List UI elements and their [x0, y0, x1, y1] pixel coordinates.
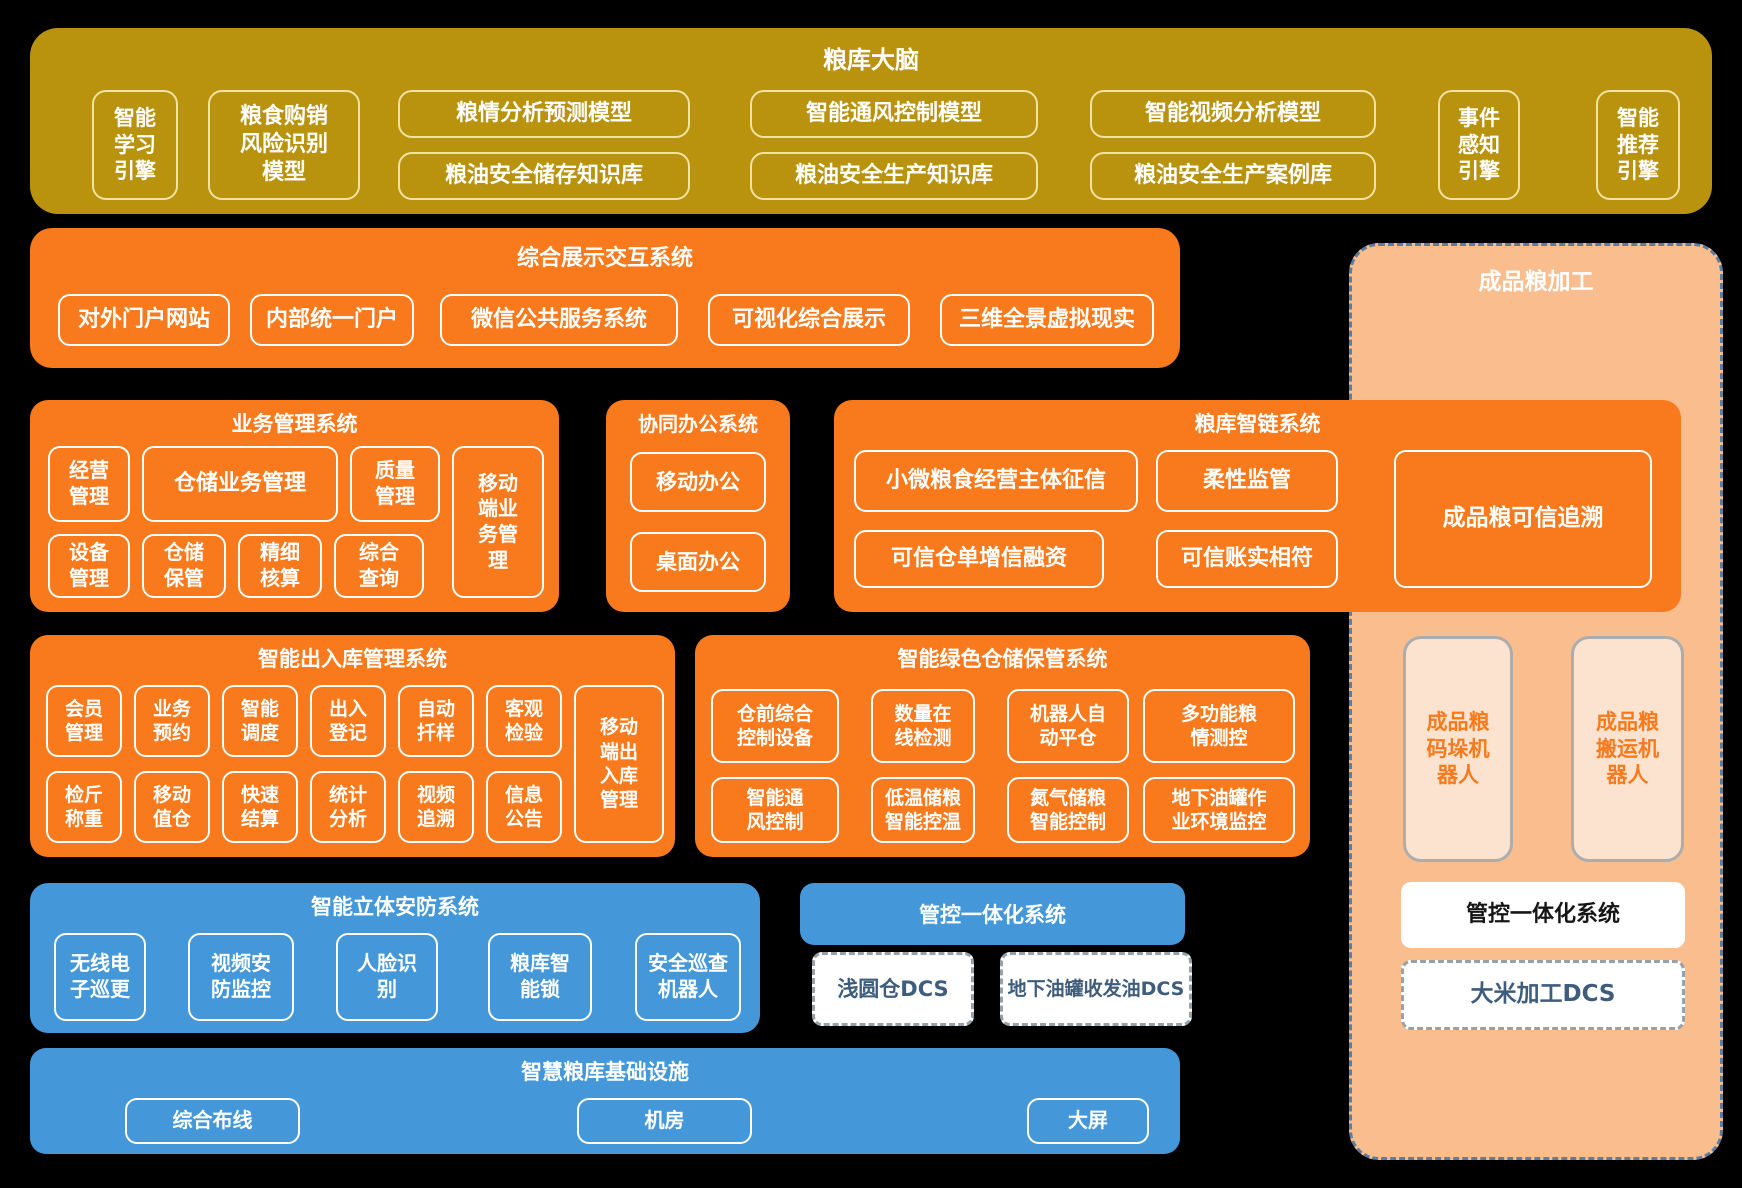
chip-underground-tank-oil-dcs: 地下油罐收发油DCS: [1000, 952, 1192, 1026]
chip-wireless-patrol: 无线电子巡更: [54, 933, 146, 1021]
business-mgmt-panel: 业务管理系统 经营管理 仓储业务管理 质量管理 移动端业务管理 设备管理 仓储保…: [30, 400, 559, 612]
chip-grain-oil-production-case-base: 粮油安全生产案例库: [1090, 152, 1376, 200]
chip-event-perception-engine: 事件感知引擎: [1438, 90, 1520, 200]
finished-grain-processing-panel: 成品粮加工 成品粮码垛机器人 成品粮搬运机器人 管控一体化系统 大米加工DCS: [1349, 243, 1723, 1160]
chip-pre-warehouse-control-equipment: 仓前综合控制设备: [711, 689, 839, 763]
chip-trusted-warehouse-receipt-financing: 可信仓单增信融资: [854, 530, 1104, 588]
chip-palletizing-robot: 成品粮码垛机器人: [1403, 636, 1513, 862]
smart-inout-panel: 智能出入库管理系统 会员管理 业务预约 智能调度 出入登记 自动扦样 客观检验 …: [30, 635, 675, 857]
chip-operation-mgmt: 经营管理: [48, 446, 130, 522]
expo-panel: 综合展示交互系统 对外门户网站 内部统一门户 微信公共服务系统 可视化综合展示 …: [30, 228, 1180, 368]
chip-nitrogen-storage-control: 氮气储粮智能控制: [1007, 777, 1129, 843]
finished-grain-processing-title: 成品粮加工: [1478, 269, 1594, 295]
infrastructure-panel: 智慧粮库基础设施 综合布线 机房 大屏: [30, 1048, 1180, 1154]
chip-smart-ventilation-control: 智能通风控制: [711, 777, 839, 843]
chip-grain-oil-storage-knowledge-base: 粮油安全储存知识库: [398, 152, 690, 200]
chip-fine-accounting: 精细核算: [238, 534, 322, 598]
chip-member-mgmt: 会员管理: [46, 685, 122, 757]
chip-video-surveillance: 视频安防监控: [188, 933, 294, 1021]
chip-weighbridge-weighing: 检斤称重: [46, 771, 122, 843]
chip-low-temp-storage-control: 低温储粮智能控温: [871, 777, 975, 843]
chip-visual-comprehensive-display: 可视化综合展示: [708, 294, 910, 346]
chip-smart-ventilation-control-model: 智能通风控制模型: [750, 90, 1038, 138]
chip-mobile-business-mgmt: 移动端业务管理: [452, 446, 544, 598]
chip-objective-inspection: 客观检验: [486, 685, 562, 757]
green-storage-title: 智能绿色仓储保管系统: [897, 647, 1108, 671]
chip-statistical-analysis: 统计分析: [310, 771, 386, 843]
security-panel: 智能立体安防系统 无线电子巡更 视频安防监控 人脸识别 粮库智能锁 安全巡查机器…: [30, 883, 760, 1033]
chip-business-reservation: 业务预约: [134, 685, 210, 757]
chip-internal-unified-portal: 内部统一门户: [250, 294, 414, 346]
chip-video-traceability: 视频追溯: [398, 771, 474, 843]
chip-smart-recommendation-engine: 智能推荐引擎: [1596, 90, 1680, 200]
chip-3d-panorama-vr: 三维全景虚拟现实: [940, 294, 1154, 346]
collaborative-office-title: 协同办公系统: [638, 412, 758, 436]
chip-inout-registration: 出入登记: [310, 685, 386, 757]
chip-finished-grain-traceability: 成品粮可信追溯: [1394, 450, 1652, 588]
smart-chain-panel: 粮库智链系统 小微粮食经营主体征信 柔性监管 可信仓单增信融资 可信账实相符 成…: [834, 400, 1681, 612]
chip-equipment-mgmt: 设备管理: [48, 534, 130, 598]
chip-warehouse-keeping: 仓储保管: [142, 534, 226, 598]
chip-face-recognition: 人脸识别: [336, 933, 438, 1021]
integrated-control-title: 管控一体化系统: [919, 903, 1066, 927]
chip-quick-settlement: 快速结算: [222, 771, 298, 843]
chip-smart-dispatch: 智能调度: [222, 685, 298, 757]
chip-underground-tank-environment-monitoring: 地下油罐作业环境监控: [1143, 777, 1295, 843]
chip-smart-video-analysis-model: 智能视频分析模型: [1090, 90, 1376, 138]
chip-flexible-supervision: 柔性监管: [1156, 450, 1338, 512]
chip-shallow-silo-dcs: 浅圆仓DCS: [812, 952, 974, 1026]
integrated-control-bar: 管控一体化系统: [800, 883, 1185, 945]
chip-machine-room: 机房: [577, 1098, 752, 1144]
chip-robot-auto-leveling: 机器人自动平仓: [1007, 689, 1129, 763]
smart-chain-title: 粮库智链系统: [1194, 412, 1321, 436]
chip-mobile-inout-mgmt: 移动端出入库管理: [574, 685, 664, 843]
chip-external-portal-website: 对外门户网站: [58, 294, 230, 346]
chip-grain-trade-risk-model: 粮食购销风险识别模型: [208, 90, 360, 200]
chip-mobile-warehouse-duty: 移动值仓: [134, 771, 210, 843]
chip-auto-sampling: 自动扦样: [398, 685, 474, 757]
chip-quality-mgmt: 质量管理: [350, 446, 440, 522]
chip-grain-condition-prediction-model: 粮情分析预测模型: [398, 90, 690, 138]
chip-smart-lock: 粮库智能锁: [488, 933, 592, 1021]
brain-panel: 粮库大脑 智能学习引擎 粮食购销风险识别模型 粮情分析预测模型 粮油安全储存知识…: [30, 28, 1712, 214]
chip-quantity-online-detection: 数量在线检测: [871, 689, 975, 763]
chip-integrated-control-card: 管控一体化系统: [1401, 882, 1685, 948]
chip-warehouse-business-mgmt: 仓储业务管理: [142, 446, 338, 522]
infrastructure-title: 智慧粮库基础设施: [521, 1060, 689, 1084]
chip-info-announcement: 信息公告: [486, 771, 562, 843]
chip-desktop-office: 桌面办公: [630, 532, 766, 592]
chip-security-patrol-robot: 安全巡查机器人: [635, 933, 741, 1021]
green-storage-panel: 智能绿色仓储保管系统 仓前综合控制设备 数量在线检测 机器人自动平仓 多功能粮情…: [695, 635, 1310, 857]
expo-title: 综合展示交互系统: [516, 246, 693, 271]
chip-rice-processing-dcs: 大米加工DCS: [1401, 960, 1685, 1030]
chip-grain-oil-production-knowledge-base: 粮油安全生产知识库: [750, 152, 1038, 200]
chip-micro-grain-credit: 小微粮食经营主体征信: [854, 450, 1138, 512]
chip-integrated-cabling: 综合布线: [125, 1098, 300, 1144]
chip-trusted-account-reality-match: 可信账实相符: [1156, 530, 1338, 588]
security-title: 智能立体安防系统: [311, 895, 479, 919]
brain-title: 粮库大脑: [823, 46, 919, 74]
chip-multifunction-grain-monitoring: 多功能粮情测控: [1143, 689, 1295, 763]
business-mgmt-title: 业务管理系统: [231, 412, 358, 436]
chip-mobile-office: 移动办公: [630, 452, 766, 512]
chip-big-screen: 大屏: [1027, 1098, 1149, 1144]
collaborative-office-panel: 协同办公系统 移动办公 桌面办公: [606, 400, 790, 612]
smart-inout-title: 智能出入库管理系统: [258, 647, 447, 671]
chip-wechat-public-service-system: 微信公共服务系统: [440, 294, 678, 346]
chip-comprehensive-query: 综合查询: [334, 534, 424, 598]
chip-handling-robot: 成品粮搬运机器人: [1571, 636, 1684, 862]
chip-ai-learning-engine: 智能学习引擎: [92, 90, 178, 200]
